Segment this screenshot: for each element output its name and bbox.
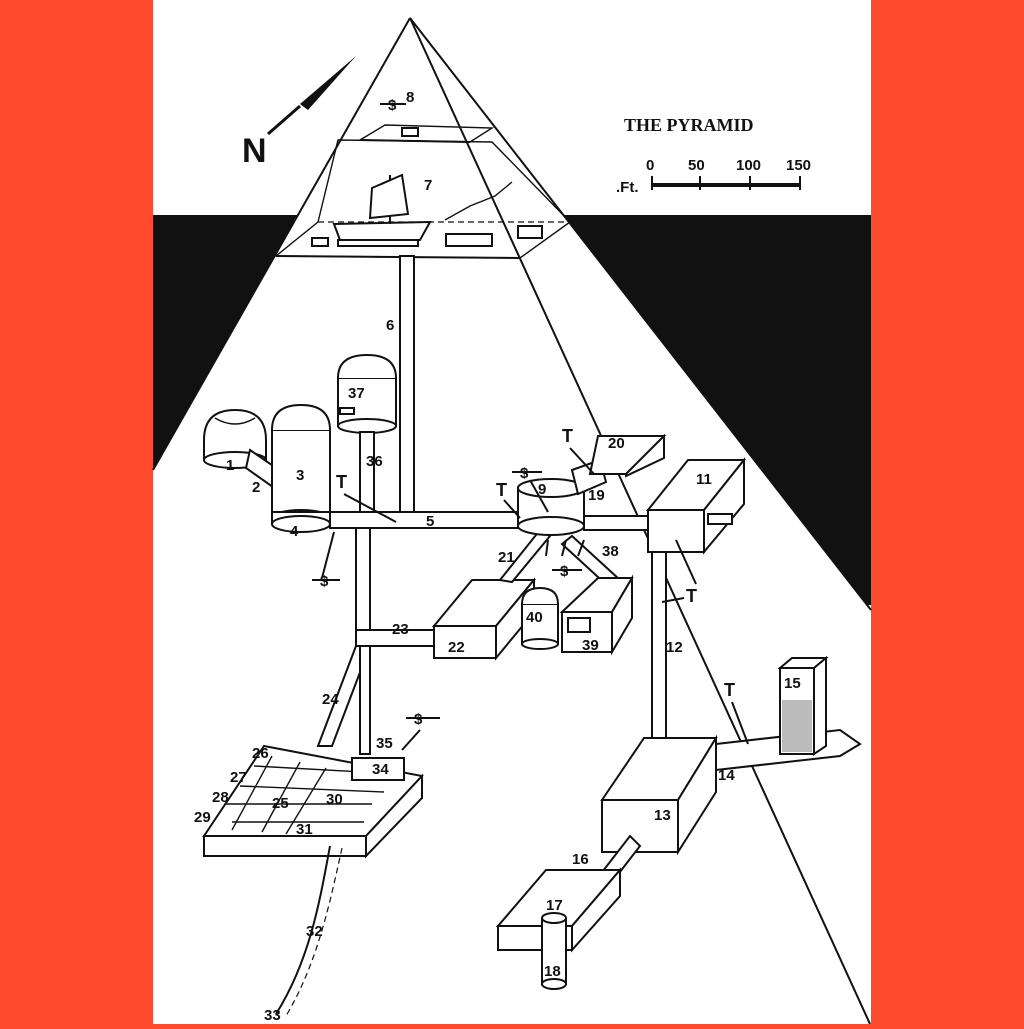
room-label-36: 36 [366, 453, 383, 470]
room-label-38: 38 [602, 543, 619, 560]
tunnel-32 [275, 845, 331, 1015]
room-label-39: 39 [582, 637, 599, 654]
room-label-16: 16 [572, 851, 589, 868]
room-label-17: 17 [546, 897, 563, 914]
room-label-25: 25 [272, 795, 289, 812]
room-label-13: 13 [654, 807, 671, 824]
room-label-31: 31 [296, 821, 313, 838]
room-label-33: 33 [264, 1007, 281, 1024]
north-label: N [242, 132, 267, 170]
room-15 [777, 655, 829, 756]
room-label-34: 34 [372, 761, 389, 778]
room-label-40: 40 [526, 609, 543, 626]
room-label-19: 19 [588, 487, 605, 504]
room-label-7: 7 [424, 177, 432, 194]
room-label-2: 2 [252, 479, 260, 496]
room-label-30: 30 [326, 791, 343, 808]
corridor-23 [355, 629, 439, 647]
scale-tick-150: 150 [786, 157, 811, 174]
room-label-11: 11 [696, 471, 712, 488]
room-40 [521, 586, 559, 650]
trap-marker: T [562, 426, 573, 446]
trap-marker: T [686, 586, 697, 606]
room-11 [645, 457, 747, 555]
room-label-18: 18 [544, 963, 561, 980]
room-label-35: 35 [376, 735, 393, 752]
room-3 [271, 403, 331, 533]
room-label-24: 24 [322, 691, 339, 708]
north-arrow: N [242, 56, 356, 170]
room-label-12: 12 [666, 639, 683, 656]
treasure-marker: $ [520, 465, 529, 482]
treasure-marker: $ [320, 573, 329, 590]
map-title: THE PYRAMID [624, 115, 754, 135]
scale-tick-100: 100 [736, 157, 761, 174]
room-label-4: 4 [290, 523, 299, 540]
room-label-15: 15 [784, 675, 801, 692]
room-label-26: 26 [252, 745, 269, 762]
room-label-1: 1 [226, 457, 234, 474]
treasure-marker: $ [414, 711, 423, 728]
corridor-left-vertical [355, 527, 371, 639]
room-label-37: 37 [348, 385, 365, 402]
trap-marker: T [336, 472, 347, 492]
room-label-20: 20 [608, 435, 625, 452]
scale-bar: .Ft. 0 50 100 150 [616, 157, 811, 196]
treasure-symbol: $ [388, 97, 397, 114]
corridor-35-shaft [359, 645, 371, 755]
shaft-18 [541, 912, 567, 990]
room-label-29: 29 [194, 809, 211, 826]
treasure-marker: $ [560, 563, 569, 580]
room-37 [337, 353, 397, 434]
treasure-markers: $ $ $ $ [312, 465, 585, 751]
lower-complex [202, 744, 424, 859]
trap-marker: T [496, 480, 507, 500]
scale-tick-50: 50 [688, 157, 705, 174]
room-label-5: 5 [426, 513, 434, 530]
room-label-27: 27 [230, 769, 247, 786]
room-9 [517, 478, 585, 536]
trap-marker: T [724, 680, 735, 700]
shaft-36 [359, 431, 375, 519]
room-label-32: 32 [306, 923, 323, 940]
corridor-21 [498, 528, 552, 584]
room-label-22: 22 [448, 639, 465, 656]
room-label-8: 8 [406, 89, 414, 106]
room-label-21: 21 [498, 549, 515, 566]
scale-tick-0: 0 [646, 157, 654, 174]
boat-icon [311, 173, 543, 247]
room-label-9: 9 [538, 481, 546, 498]
room-label-6: 6 [386, 317, 394, 334]
shaft-6 [399, 255, 415, 519]
trap-markers: T T T T T [336, 426, 749, 745]
room-labels: 8 7 6 1 2 3 4 5 37 36 9 19 20 11 21 38 2… [194, 89, 801, 1024]
scale-unit: .Ft. [616, 179, 639, 196]
room-label-23: 23 [392, 621, 409, 638]
room-20 [588, 433, 667, 478]
room-label-14: 14 [718, 767, 735, 784]
treasure-marker-8: $ [380, 97, 419, 137]
room-13 [600, 734, 718, 856]
corridor-to-11 [583, 515, 649, 531]
room-label-28: 28 [212, 789, 229, 806]
room-39 [559, 574, 634, 656]
room-label-3: 3 [296, 467, 304, 484]
corridor-5 [329, 511, 521, 529]
